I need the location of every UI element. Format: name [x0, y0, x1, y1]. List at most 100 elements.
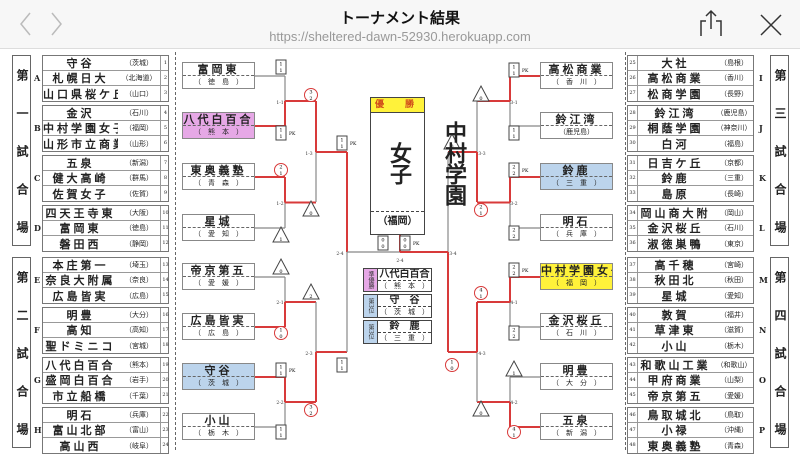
score-value: 1	[279, 427, 282, 433]
team-number: 13	[160, 258, 170, 272]
bracket-team-name: 富岡東	[183, 63, 254, 76]
team-name: 本庄第一	[52, 259, 109, 272]
bracket-team[interactable]: 小山（ 栃 木 ）	[182, 413, 255, 440]
score-value: 3	[309, 90, 312, 96]
team-row: 聖ドミニコ（宮城）18	[43, 338, 169, 353]
score-mark-box: 00	[377, 235, 389, 251]
match-label: 2-4	[396, 258, 403, 264]
bracket-team-name: 小山	[183, 414, 254, 427]
group-letter: F	[34, 325, 40, 335]
team-name: 淑徳巣鴨	[647, 237, 704, 251]
team-name: 四天王寺東	[45, 207, 116, 220]
score-mark-box: 11	[508, 125, 520, 141]
score-value: 1	[279, 371, 282, 377]
bracket-team[interactable]: 鈴江湾（鹿児島）	[540, 112, 613, 139]
bracket-team[interactable]: 明豊（ 大 分 ）	[540, 363, 613, 390]
team-number: 11	[160, 221, 170, 235]
score-value: 4	[512, 427, 515, 433]
team-number: 20	[160, 373, 170, 387]
score-value: 1	[279, 134, 282, 140]
team-row: 明石（兵庫）22	[43, 408, 169, 423]
group-letter: P	[759, 425, 766, 435]
bracket-team[interactable]: 八代白百合（ 熊 本 ）	[182, 112, 255, 139]
team-name: 東奥義塾	[647, 439, 704, 453]
bracket-team[interactable]: 帝京第五（ 愛 媛 ）	[182, 263, 255, 290]
venue-label: 第四試合場	[770, 257, 789, 448]
bracket-team[interactable]: 金沢桜丘（ 石 川 ）	[540, 313, 613, 340]
browser-header: トーナメント結果 https://sheltered-dawn-52930.he…	[0, 0, 800, 49]
score-mark-triangle: 0	[443, 132, 461, 150]
bracket-team[interactable]: 守谷（ 茨 城 ）	[182, 363, 255, 390]
match-label: 2-1	[276, 300, 283, 306]
score-value: 2	[512, 228, 515, 234]
team-pref: （三重）	[720, 174, 748, 182]
score-value: 0	[381, 238, 384, 244]
team-pref: （山形）	[125, 139, 153, 148]
match-label: 2-3	[305, 351, 312, 357]
bracket-team[interactable]: 五泉（ 新 潟 ）	[540, 413, 613, 440]
team-pref: （沖縄）	[720, 426, 748, 434]
score-value: 2	[309, 96, 312, 102]
team-pref: （福岡）	[125, 124, 153, 132]
close-icon[interactable]	[758, 12, 782, 40]
chevron-left-icon[interactable]	[14, 10, 38, 38]
team-pref: （岩手）	[125, 376, 153, 384]
match-label: 3-3	[478, 151, 485, 157]
team-row: 広島皆実（広島）15	[43, 288, 169, 303]
team-name: 鈴江湾	[654, 107, 697, 120]
venue-label: 第一試合場	[12, 55, 31, 246]
bracket-team[interactable]: 広島皆実（ 広 島 ）	[182, 313, 255, 340]
team-row: 四天王寺東（大阪）10	[43, 206, 169, 221]
team-number: 40	[628, 308, 638, 322]
share-icon[interactable]	[698, 8, 722, 36]
score-value: 0	[479, 411, 482, 417]
team-row: 磐田西（静岡）12	[43, 236, 170, 251]
venue-label: 第二試合場	[12, 257, 31, 448]
page-url[interactable]: https://sheltered-dawn-52930.herokuapp.c…	[269, 29, 531, 44]
bracket-team[interactable]: 中村学園女子（ 福 岡 ）	[540, 263, 613, 290]
team-name: 山口県桜ケ丘	[43, 87, 118, 101]
team-name: 明豊	[66, 309, 95, 322]
score-value: 1	[512, 371, 515, 377]
score-value: 1	[279, 433, 282, 439]
bracket-team-name: 東奥義塾	[183, 164, 254, 177]
chevron-right-icon[interactable]	[44, 10, 68, 38]
bracket-team[interactable]: 鈴鹿（ 三 重 ）	[540, 163, 613, 190]
champion-box: 優 勝 中村学園女子 （福岡）	[370, 97, 467, 235]
team-pref: （徳島）	[125, 224, 153, 232]
placing-content: 守 谷（ 茨 城 ）	[378, 295, 431, 317]
group-letter: G	[34, 375, 41, 385]
team-number: 12	[160, 236, 170, 251]
score-value: 0	[450, 366, 453, 372]
score-mark-circle: 32	[304, 403, 318, 417]
bracket-team[interactable]: 高松商業（ 香 川 ）	[540, 62, 613, 89]
team-row: 高知（高知）17	[43, 323, 169, 338]
score-value: 1	[279, 128, 282, 134]
team-number: 2	[160, 71, 170, 85]
bracket-team[interactable]: 富岡東（ 徳 島 ）	[182, 62, 255, 89]
team-row: 中村学園女子（福岡）5	[43, 121, 168, 136]
team-pref: （静岡）	[125, 239, 153, 248]
bracket-team[interactable]: 東奥義塾（ 青 森 ）	[182, 163, 255, 190]
team-pref: （石川）	[125, 109, 153, 117]
score-value: 0	[309, 211, 312, 217]
match-label: 3-1	[510, 100, 517, 106]
team-name: 桐蔭学園	[647, 122, 704, 135]
team-row: 富岡東（徳島）11	[43, 221, 170, 236]
bracket-team[interactable]: 明石（ 兵 庫 ）	[540, 214, 613, 241]
placing-pref: （ 三 重 ）	[380, 334, 429, 342]
bracket-team[interactable]: 星城（ 愛 知 ）	[182, 214, 255, 241]
score-value: 1	[512, 134, 515, 140]
team-row: 健大高崎（群馬）8	[43, 171, 168, 186]
team-pref: （茨城）	[125, 59, 153, 67]
